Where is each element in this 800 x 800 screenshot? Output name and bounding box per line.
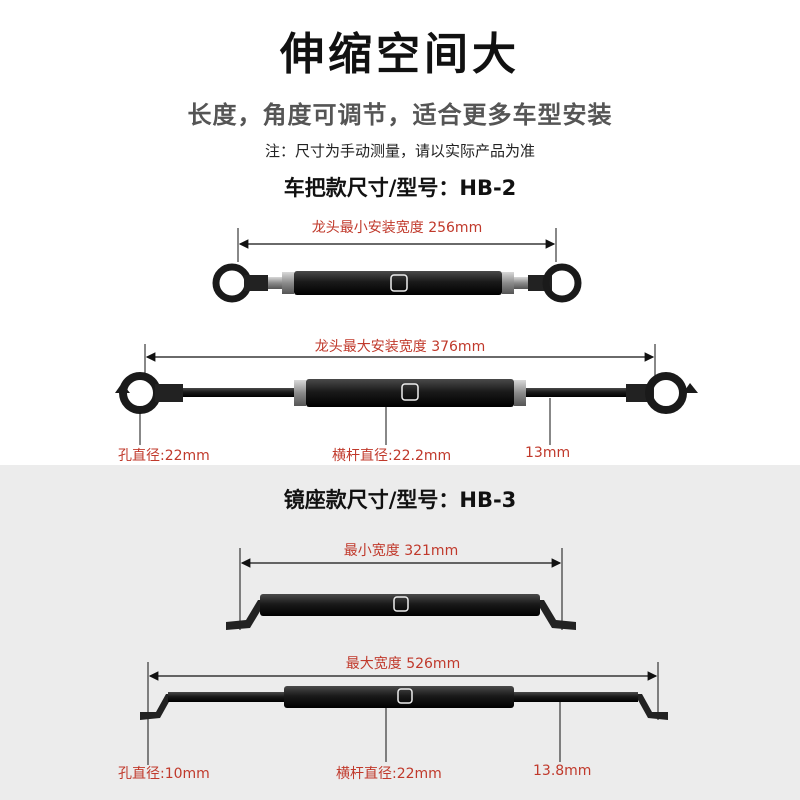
hb3-min-width-label: 最小宽度 321mm bbox=[343, 543, 459, 559]
page-title: 伸缩空间大 bbox=[280, 29, 520, 80]
hb3-max-width-label: 最大宽度 526mm bbox=[345, 656, 461, 672]
hb3-heading: 镜座款尺寸/型号：HB-3 bbox=[283, 488, 517, 512]
hb3-min-dimension bbox=[239, 548, 563, 630]
hb3-bar-label: 横杆直径:22mm bbox=[336, 766, 442, 782]
hb3-min-bar bbox=[226, 594, 576, 630]
hb2-min-bar bbox=[212, 263, 582, 303]
hb2-max-width-label: 龙头最大安装宽度 376mm bbox=[314, 339, 486, 355]
hb2-bar-label: 横杆直径:22.2mm bbox=[332, 448, 452, 464]
hb2-min-width-label: 龙头最小安装宽度 256mm bbox=[311, 220, 483, 236]
hb2-max-dimension bbox=[144, 344, 656, 378]
hb2-rod-label: 13mm bbox=[525, 445, 571, 461]
page-subtitle: 长度，角度可调节，适合更多车型安装 bbox=[187, 101, 613, 129]
hb2-max-bar bbox=[115, 372, 698, 445]
hb2-heading: 车把款尺寸/型号：HB-2 bbox=[283, 176, 517, 200]
measurement-note: 注：尺寸为手动测量，请以实际产品为准 bbox=[264, 142, 535, 160]
hb3-hole-label: 孔直径:10mm bbox=[118, 766, 210, 782]
hb2-min-dimension bbox=[237, 228, 557, 262]
hb3-max-bar bbox=[140, 686, 668, 762]
hb3-section-background bbox=[0, 465, 800, 800]
hb2-hole-label: 孔直径:22mm bbox=[118, 448, 210, 464]
hb3-rod-label: 13.8mm bbox=[533, 763, 592, 779]
hb3-max-dimension bbox=[147, 662, 659, 765]
